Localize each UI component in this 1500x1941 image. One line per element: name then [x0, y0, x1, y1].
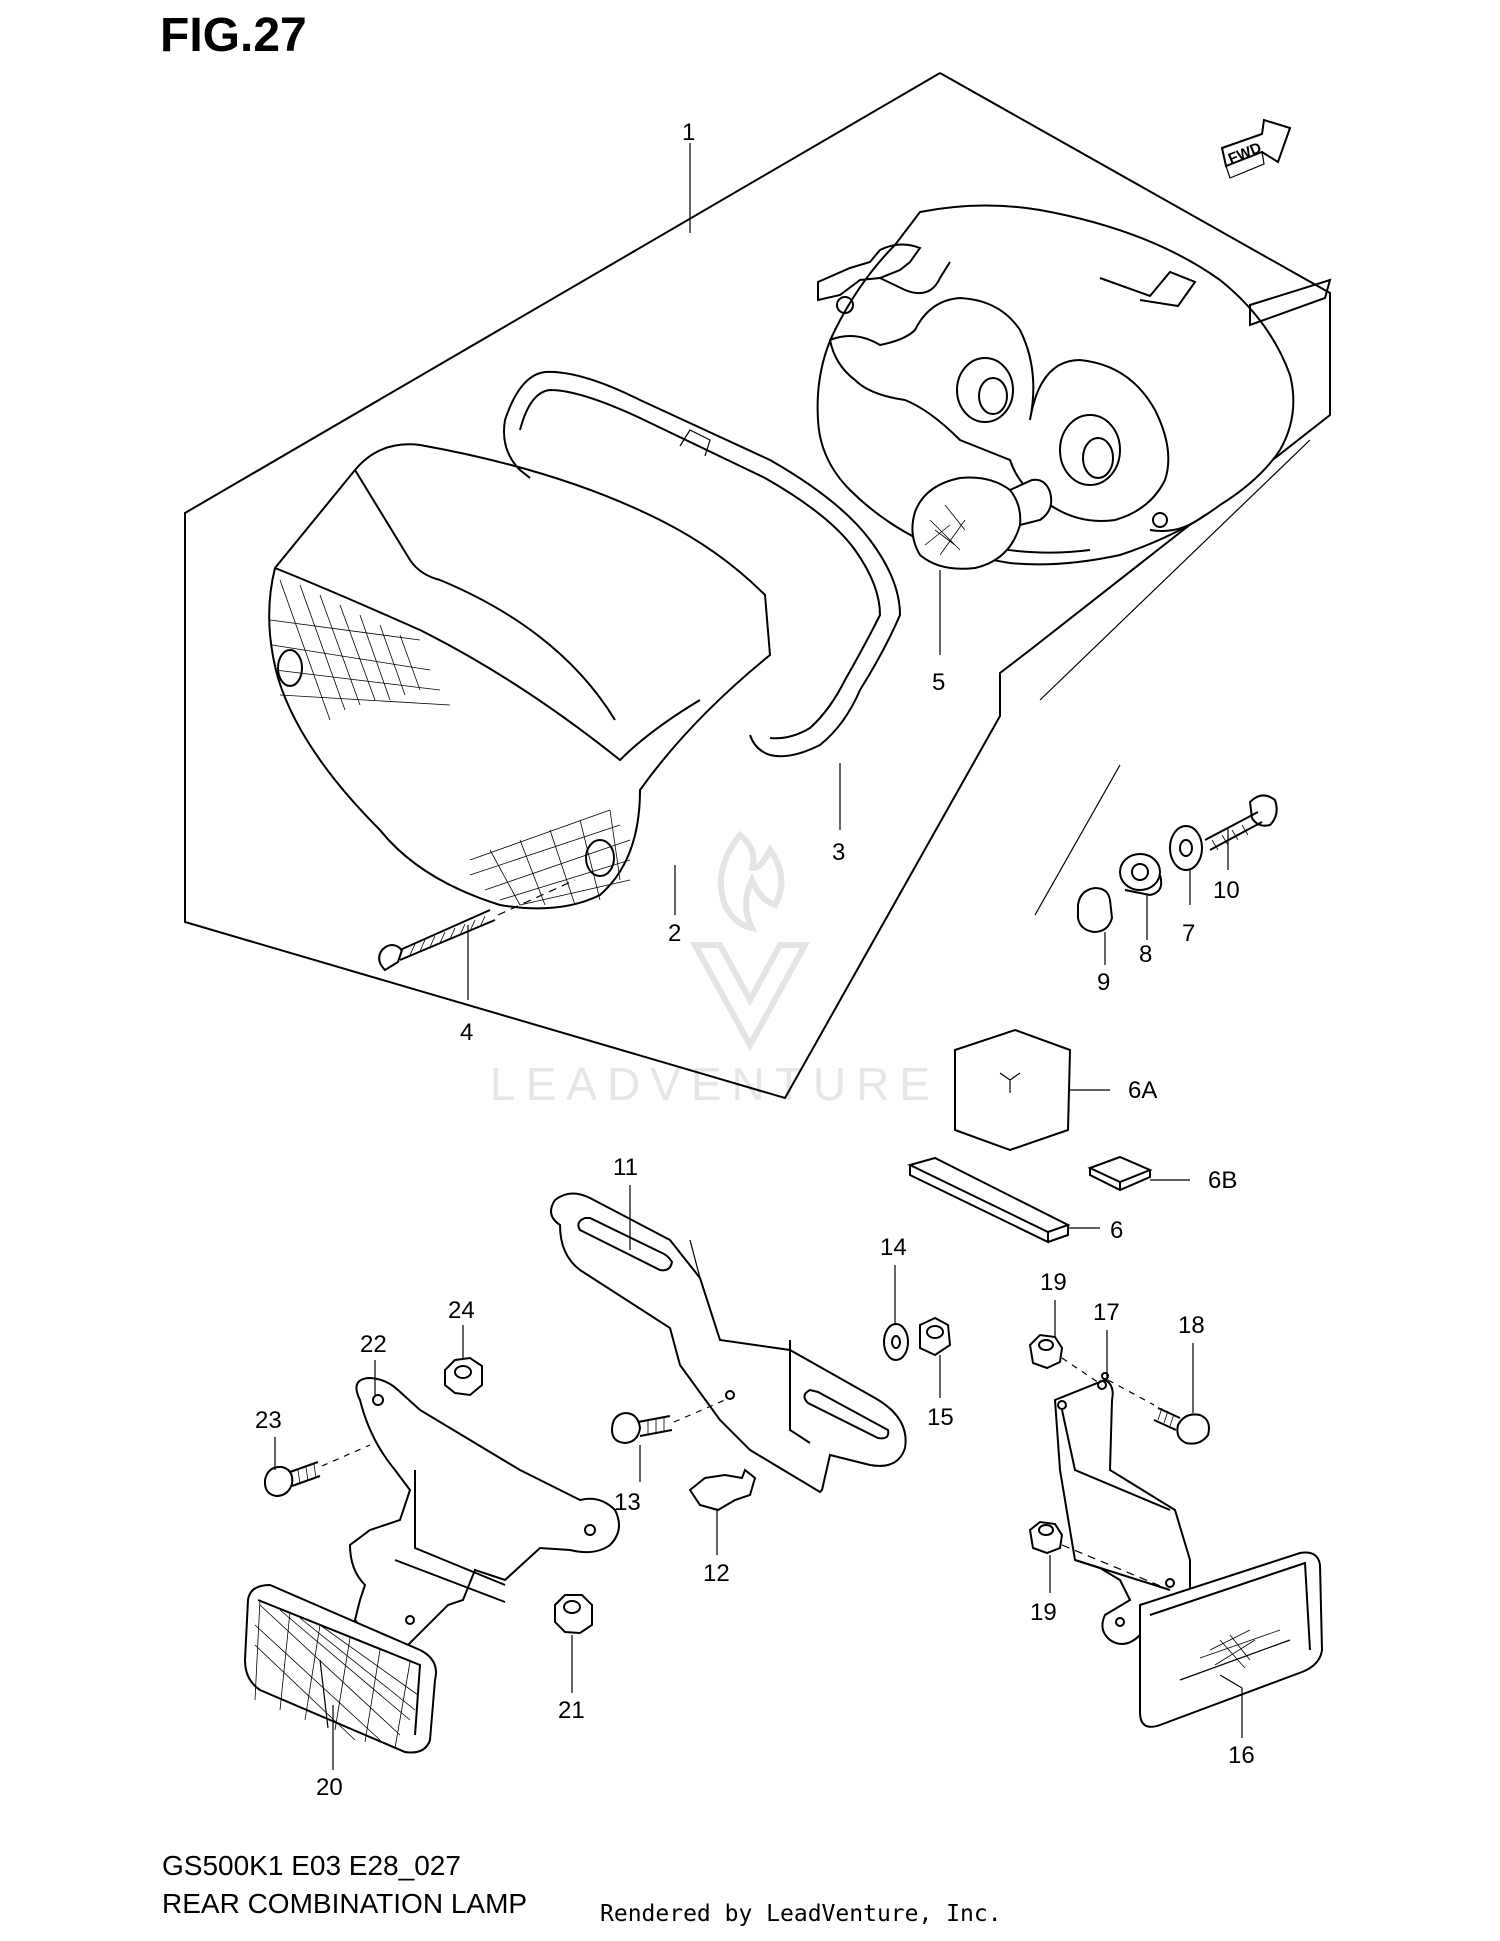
watermark: LEADVENTURE [490, 830, 940, 1110]
screw-part-13 [610, 1399, 726, 1445]
washer-part [1169, 825, 1203, 871]
assembly-edge-line-lower [1034, 764, 1121, 916]
fwd-arrow-icon: FWD [1220, 118, 1292, 179]
housing-part [816, 204, 1332, 566]
callout-13: 13 [614, 1489, 641, 1516]
callout-12: 12 [703, 1560, 730, 1587]
bracket-part-22 [348, 1376, 620, 1650]
callout-4: 4 [460, 1019, 473, 1046]
grommet-part [1119, 853, 1163, 897]
callout-19-lower: 19 [1030, 1599, 1057, 1626]
callout-15: 15 [927, 1404, 954, 1431]
callout-17: 17 [1093, 1299, 1120, 1326]
callout-5: 5 [932, 669, 945, 696]
nut-part-12 [688, 1468, 757, 1512]
nut-part-24 [444, 1356, 483, 1397]
callout-6a: 6A [1128, 1077, 1157, 1104]
callout-11: 11 [613, 1154, 638, 1181]
callout-9: 9 [1097, 969, 1110, 996]
fastener-axis-line-upper [1061, 1357, 1103, 1386]
callout-23: 23 [255, 1407, 282, 1434]
callout-16: 16 [1228, 1742, 1255, 1769]
nut-part-19-upper [1028, 1333, 1064, 1370]
long-screw-part [378, 879, 576, 972]
pad-part-6b [1087, 1155, 1153, 1192]
washer-part-14 [883, 1323, 909, 1361]
bulb-part [911, 476, 1053, 570]
render-credit: Rendered by LeadVenture, Inc. [600, 1901, 1002, 1927]
callout-22: 22 [360, 1331, 387, 1358]
callout-3: 3 [832, 839, 845, 866]
watermark-logo [689, 830, 811, 1052]
fastener-axis-line [1061, 1544, 1171, 1591]
callout-labels: 1 2 3 4 5 6 6A 6B 7 8 9 10 11 12 13 14 1… [255, 119, 1255, 1801]
lens-part [268, 443, 772, 910]
watermark-text: LEADVENTURE [490, 1058, 940, 1110]
callout-8: 8 [1139, 941, 1152, 968]
callout-7: 7 [1182, 920, 1195, 947]
collar-part [1077, 886, 1114, 934]
screw-part-23 [263, 1444, 371, 1498]
bracket-part-11 [550, 1192, 907, 1494]
callout-6: 6 [1110, 1217, 1123, 1244]
callout-18: 18 [1178, 1312, 1205, 1339]
foam-block-6a [954, 1028, 1072, 1152]
screw-part-10 [1204, 794, 1278, 851]
figure-title: FIG.27 [160, 9, 307, 62]
screw-part-18 [1107, 1379, 1210, 1445]
callout-2: 2 [668, 920, 681, 947]
pad-part-6 [907, 1156, 1071, 1244]
callout-1: 1 [682, 119, 695, 146]
callout-19-upper: 19 [1040, 1269, 1067, 1296]
callout-14: 14 [880, 1234, 907, 1261]
bracket-part-17 [1053, 1372, 1191, 1645]
callout-24: 24 [448, 1297, 475, 1324]
nut-part-15 [919, 1316, 952, 1357]
reflector-part-16 [1139, 1551, 1324, 1728]
gasket-part [503, 370, 902, 758]
callout-20: 20 [316, 1774, 343, 1801]
figure-caption: REAR COMBINATION LAMP [162, 1888, 528, 1919]
callout-6b: 6B [1208, 1167, 1237, 1194]
assembly-outline [184, 72, 1331, 1100]
callout-10: 10 [1213, 877, 1240, 904]
model-code: GS500K1 E03 E28_027 [162, 1850, 461, 1881]
fwd-label: FWD [1226, 139, 1264, 168]
leader-lines [274, 143, 1243, 1770]
nut-part-21 [554, 1594, 593, 1635]
nut-part-19-lower [1028, 1520, 1064, 1555]
reflector-part-20 [243, 1583, 437, 1754]
assembly-edge-line [1039, 439, 1311, 701]
callout-21: 21 [558, 1697, 585, 1724]
